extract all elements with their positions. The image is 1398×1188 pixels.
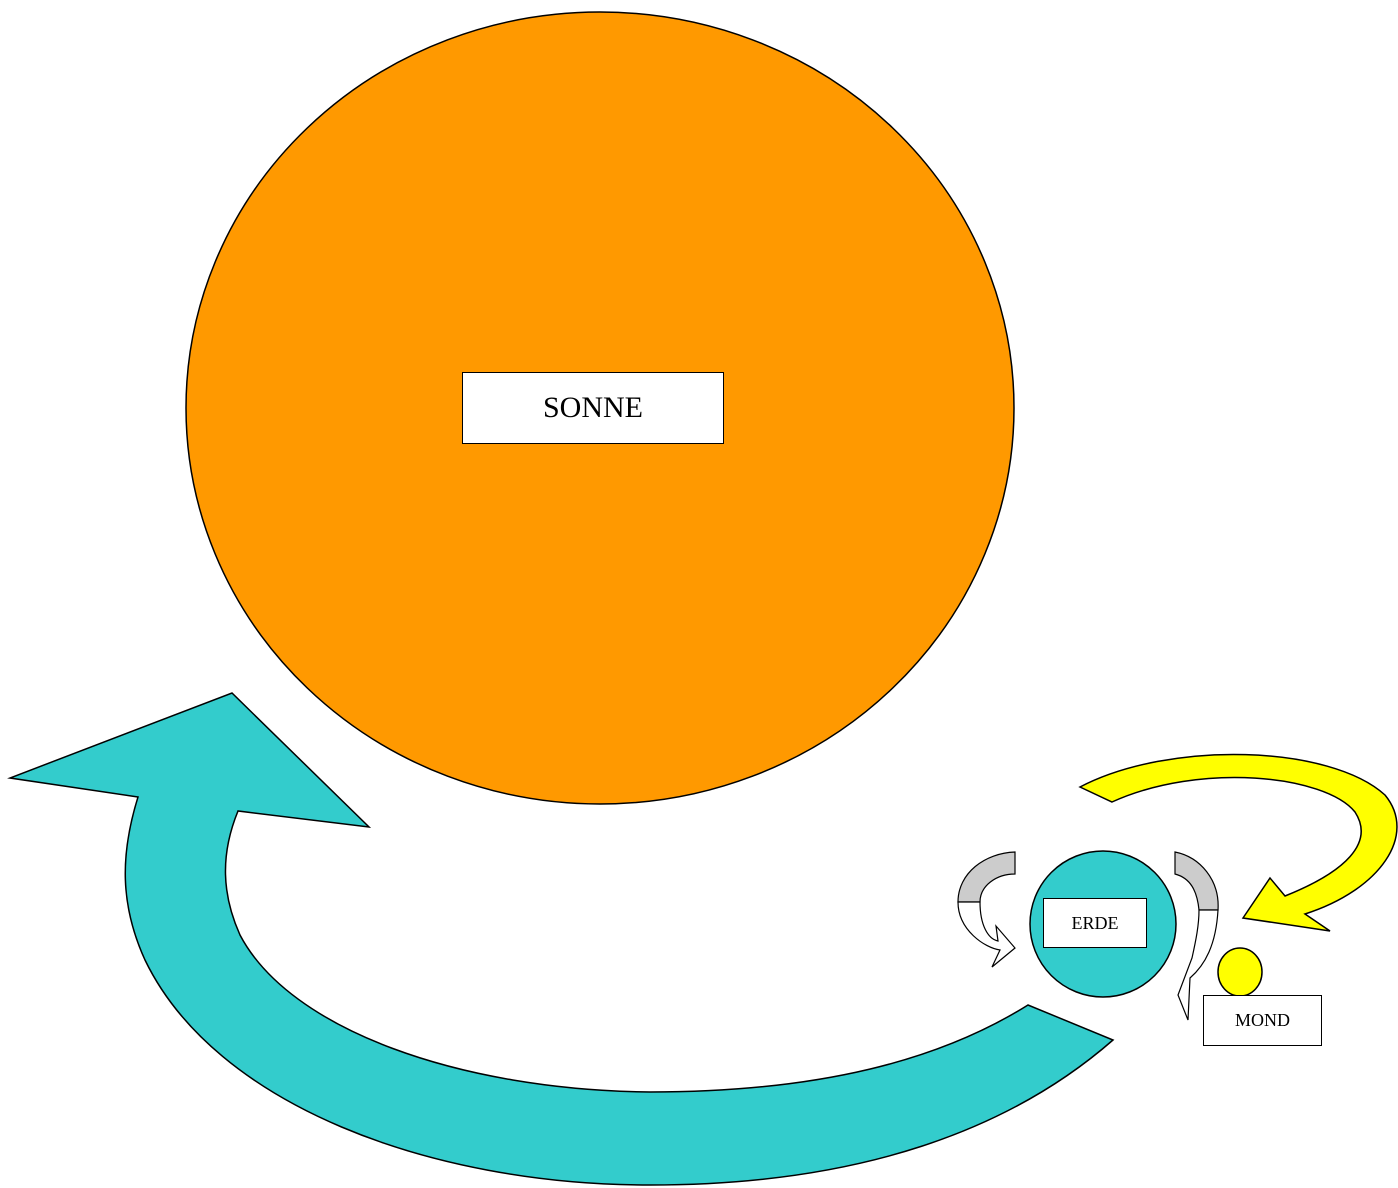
moon-label: MOND [1203, 995, 1322, 1046]
earth-label: ERDE [1043, 898, 1147, 948]
rotation-arrow-left-face [957, 901, 1016, 968]
rotation-arrow-right-face [1177, 909, 1219, 1021]
moon-orbit-arrow [1078, 753, 1398, 932]
earth-orbit-arrow [7, 692, 1115, 1186]
moon-circle [1217, 947, 1263, 997]
rotation-arrow-right-shade [1174, 851, 1219, 911]
earth-rotation-arrow-right [1174, 851, 1219, 1021]
earth-rotation-arrow-left [957, 851, 1016, 968]
sun-label: SONNE [462, 372, 724, 444]
rotation-arrow-left-shade [957, 851, 1016, 903]
